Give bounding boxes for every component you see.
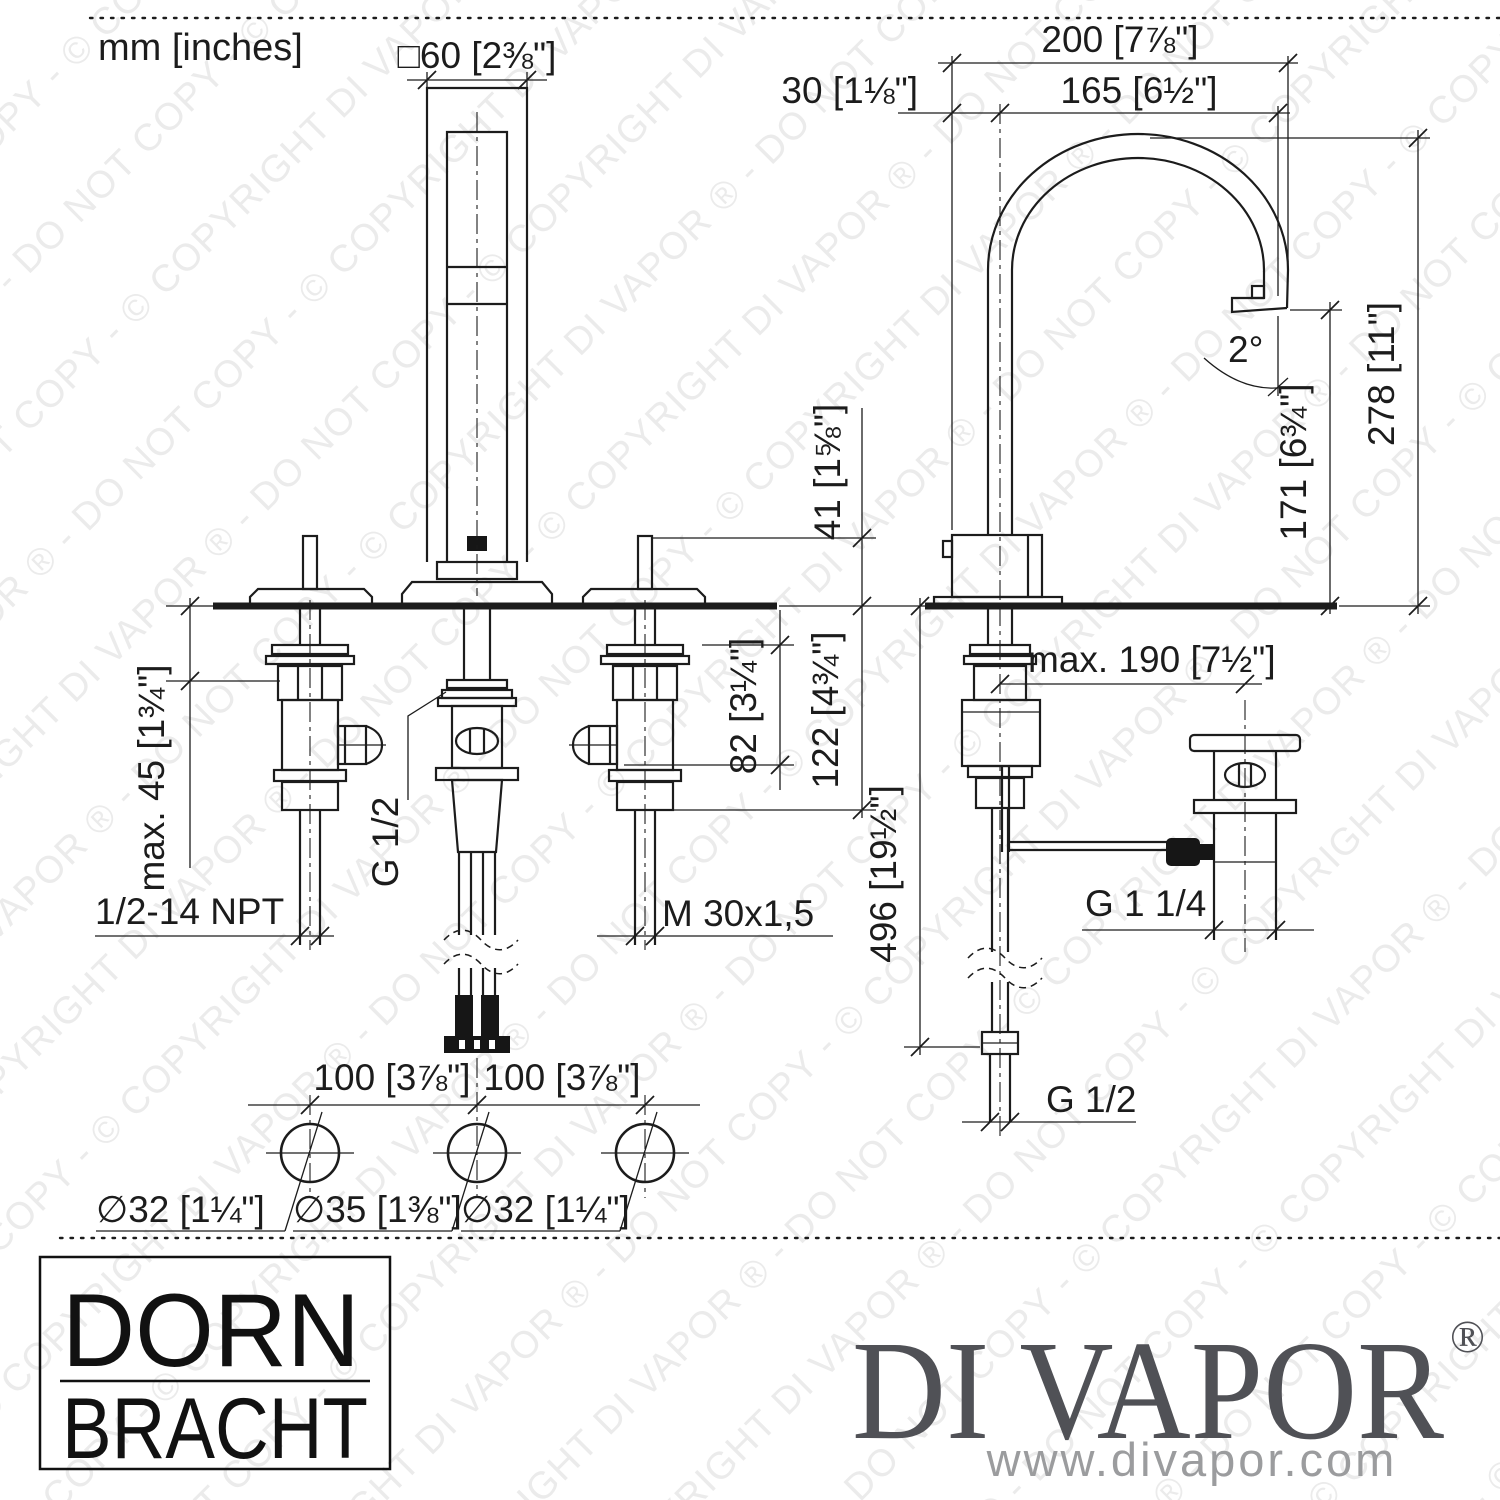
dim-200: 200 [7⅞"]	[1041, 19, 1198, 60]
pipe-break-side-2	[967, 967, 1043, 989]
dim-41: 41 [1⅝"]	[807, 404, 848, 541]
dim-82: 82 [3¼"]	[723, 638, 764, 775]
dim-hole-left: ∅32 [1¼"]	[96, 1189, 265, 1230]
right-handle-front	[581, 534, 707, 606]
dim-278: 278 [11"]	[1361, 302, 1402, 446]
dim-deck-max: max. 45 [1¾"]	[131, 664, 172, 891]
side-view-drawing	[925, 104, 1337, 1140]
dim-g-half-side: G 1/2	[1046, 1079, 1137, 1120]
dornbracht-line1: DORN	[62, 1273, 360, 1389]
dim-g-half-front: G 1/2	[365, 797, 406, 888]
dim-angle-2deg: 2°	[1228, 329, 1263, 370]
pipe-break-side-1	[967, 947, 1043, 969]
divapor-logo: DI VAPOR ® www.divapor.com	[852, 1311, 1485, 1486]
supply-pipe-side	[980, 982, 1020, 1122]
dim-496: 496 [19½"]	[863, 785, 904, 963]
dim-171: 171 [6¾"]	[1273, 383, 1314, 540]
front-view-dimensions: □60 [2⅜"] max. 45 [1¾"] 1/2-14 NPT G 1/2…	[95, 35, 938, 1232]
divapor-url[interactable]: www.divapor.com	[986, 1433, 1398, 1486]
popup-rod-nut	[1199, 844, 1215, 860]
dornbracht-logo: DORN BRACHT	[38, 1255, 392, 1477]
dim-pitch-right: 100 [3⅞"]	[483, 1057, 640, 1098]
dim-g114: G 1 1/4	[1085, 883, 1206, 924]
spout-side	[932, 132, 1290, 608]
left-handle-front	[248, 534, 374, 606]
dim-npt: 1/2-14 NPT	[95, 891, 284, 932]
mounting-holes	[266, 1095, 689, 1198]
dim-spout-width: □60 [2⅜"]	[398, 35, 557, 76]
side-view-dimensions: 200 [7⅞"] 30 [1⅛"] 165 [6½"] 278 [11"] 1…	[781, 19, 1430, 1132]
divapor-registered-icon: ®	[1450, 1311, 1485, 1362]
popup-rod-ball-joint	[1166, 838, 1200, 866]
dim-hole-right: ∅32 [1¼"]	[461, 1189, 630, 1230]
dim-max-190: max. 190 [7½"]	[1028, 639, 1276, 680]
pipe-break-front-1	[443, 929, 519, 951]
dim-hole-center: ∅35 [1⅜"]	[293, 1189, 462, 1230]
hose-connectors	[444, 995, 510, 1053]
dim-pitch-left: 100 [3⅞"]	[313, 1057, 470, 1098]
dornbracht-line2: BRACHT	[62, 1381, 368, 1477]
side-valve-stack	[960, 606, 1168, 952]
side-dim-lines	[898, 56, 1430, 1123]
dim-30: 30 [1⅛"]	[781, 70, 918, 111]
page-border-dotted	[58, 16, 1500, 1240]
dim-m30: M 30x1,5	[662, 893, 814, 934]
front-view-drawing	[213, 86, 777, 1198]
dim-122: 122 [4¾"]	[805, 631, 846, 788]
units-note: mm [inches]	[98, 27, 303, 69]
aerator-outlet-front	[467, 536, 487, 551]
divapor-wordmark: DI VAPOR	[852, 1311, 1444, 1469]
pipe-break-front-2	[443, 953, 519, 975]
dim-165: 165 [6½"]	[1060, 70, 1217, 111]
